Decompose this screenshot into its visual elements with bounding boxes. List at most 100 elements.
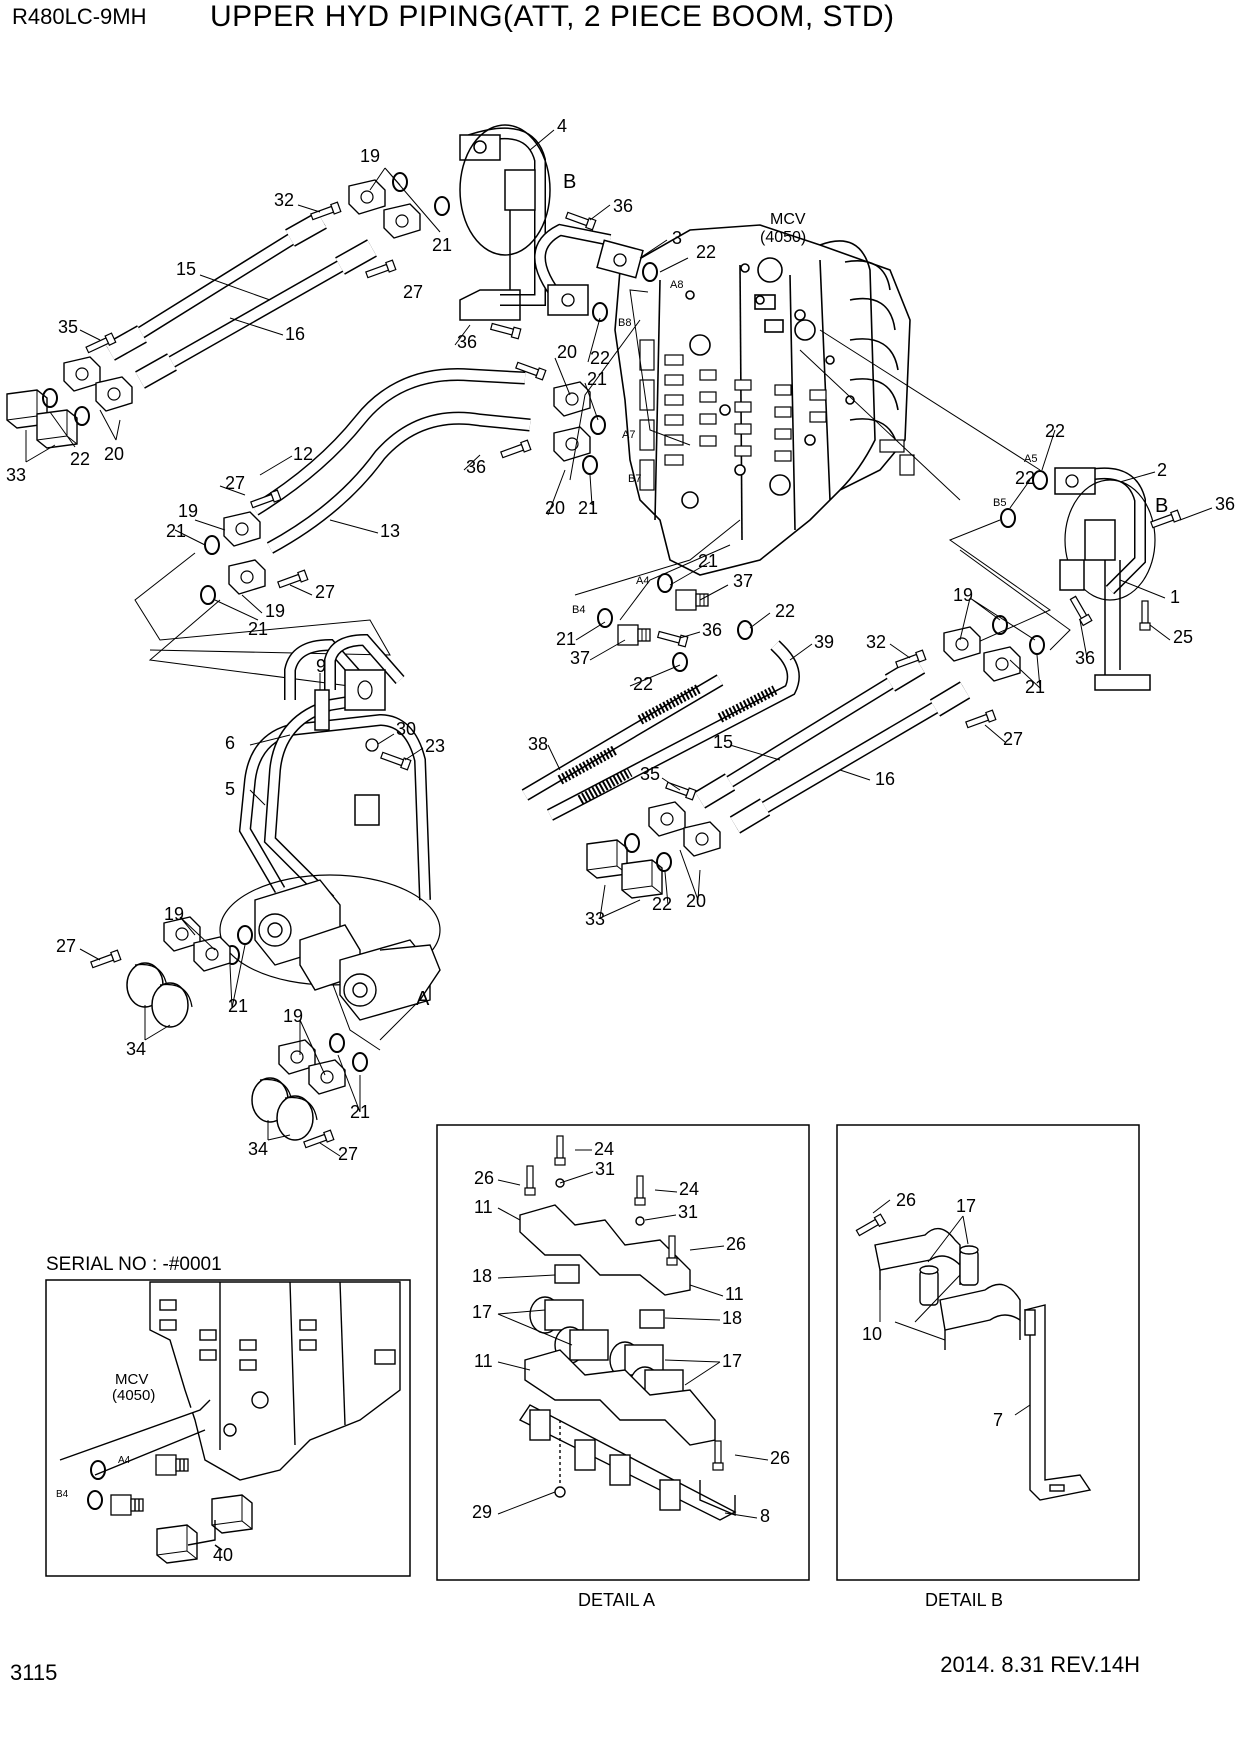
callout-25: 25: [1173, 627, 1193, 647]
serial-port-b4: B4: [56, 1489, 69, 1500]
svg-text:B5: B5: [993, 497, 1006, 509]
callout-27c: 27: [315, 582, 335, 602]
svg-text:A4: A4: [636, 575, 649, 587]
o-ring-22-a5: [1032, 470, 1048, 490]
washer-30: [365, 738, 379, 752]
detail-a-label: DETAIL A: [578, 1590, 655, 1610]
pipe-2-bracket-1: [1054, 467, 1156, 691]
callout-15a: 15: [176, 259, 196, 279]
callout-21i: 21: [698, 551, 718, 571]
callout-36d: 36: [1215, 494, 1235, 514]
bolt-36d: [499, 439, 532, 461]
callout-38: 38: [528, 734, 548, 754]
callout-20a: 20: [557, 342, 577, 362]
page-title: UPPER HYD PIPING(ATT, 2 PIECE BOOM, STD): [210, 0, 895, 33]
plug-34b: [151, 982, 193, 1028]
mcv-port-stubs: [639, 339, 915, 491]
o-ring-22f: [672, 652, 688, 672]
callout-22b: 22: [590, 348, 610, 368]
manifold-a-blocks: [254, 879, 441, 1021]
callout-21a: 21: [432, 235, 452, 255]
serial-mcv-label: MCV: [115, 1371, 148, 1388]
callout-34b: 34: [248, 1139, 268, 1159]
callout-2: 2: [1157, 460, 1167, 480]
callout-27f: 27: [1003, 729, 1023, 749]
split-flange-20: [63, 356, 101, 392]
revision-date: 2014. 8.31 REV.14H: [940, 1652, 1140, 1677]
split-flange-19h: [308, 1059, 346, 1095]
svg-text:A5: A5: [1024, 453, 1037, 465]
o-ring-22d: [656, 852, 672, 872]
o-ring-21-b4: [597, 608, 613, 628]
pipes-5-6: [219, 633, 441, 986]
fitting-37a: [675, 589, 709, 611]
svg-text:24: 24: [594, 1139, 614, 1159]
callout-32b: 32: [866, 632, 886, 652]
serial-inset-frame: [45, 1279, 411, 1577]
callout-6: 6: [225, 733, 235, 753]
split-flange-20d: [553, 426, 591, 462]
blind-cap-33b: [36, 409, 78, 449]
callout-19a: 19: [360, 146, 380, 166]
svg-text:A7: A7: [622, 429, 635, 441]
callout-36a: 36: [613, 196, 633, 216]
o-ring-21-a4: [657, 573, 673, 593]
main-control-valve: [614, 224, 911, 576]
detail-b-frame: [836, 1124, 1140, 1581]
callout-35a: 35: [58, 317, 78, 337]
bolt-27f: [964, 709, 997, 731]
bolt-25: [1139, 600, 1151, 631]
serial-label: SERIAL NO : -#0001: [46, 1254, 222, 1275]
o-ring-21a: [392, 172, 408, 192]
svg-text:7: 7: [993, 1410, 1003, 1430]
o-ring-21k: [992, 615, 1008, 635]
svg-text:11: 11: [474, 1197, 493, 1217]
blind-cap-33c: [586, 839, 628, 879]
callout-12: 12: [293, 444, 313, 464]
callout-36e: 36: [1075, 648, 1095, 668]
callout-27e: 27: [338, 1144, 358, 1164]
callout-35b: 35: [640, 764, 660, 784]
plug-34d: [276, 1095, 318, 1141]
o-ring-22-b5: [1000, 508, 1016, 528]
svg-text:11: 11: [725, 1284, 744, 1304]
svg-text:B8: B8: [618, 317, 631, 329]
bolt-36g: [656, 628, 689, 648]
callout-22h: 22: [633, 674, 653, 694]
callout-19e: 19: [283, 1006, 303, 1026]
marker-a: A: [416, 988, 430, 1010]
o-ring-22b: [74, 406, 90, 426]
callout-19d: 19: [164, 904, 184, 924]
serial-port-a4: A4: [118, 1455, 131, 1466]
o-ring-21e: [204, 535, 220, 555]
callout-22a: 22: [696, 242, 716, 262]
o-ring-21g: [237, 925, 253, 945]
callout-40: 40: [213, 1545, 233, 1565]
callout-21e: 21: [248, 619, 268, 639]
pipe-3: [534, 223, 644, 316]
hose-12-13: [251, 368, 531, 554]
bolt-27a: [364, 259, 397, 281]
split-flange-20b: [95, 376, 133, 412]
o-ring-22e: [737, 620, 753, 640]
callout-39: 39: [814, 632, 834, 652]
callout-21f: 21: [228, 996, 248, 1016]
mcv-code: (4050): [760, 229, 806, 246]
port-labels: A8 B8 A7 B7 A5 B5 A4 B4: [572, 279, 1037, 616]
callout-34a: 34: [126, 1039, 146, 1059]
callout-22e: 22: [1015, 468, 1035, 488]
o-ring-21i: [329, 1033, 345, 1053]
svg-text:B4: B4: [572, 604, 585, 616]
callout-16a: 16: [285, 324, 305, 344]
callout-33a: 33: [6, 465, 26, 485]
svg-text:18: 18: [722, 1308, 742, 1328]
callout-19c: 19: [265, 601, 285, 621]
callout-20d: 20: [686, 891, 706, 911]
split-flange-19c: [223, 511, 261, 547]
mcv-label: MCV: [770, 211, 806, 228]
bolt-36b: [489, 320, 522, 340]
callout-33b: 33: [585, 909, 605, 929]
split-flange-19f: [193, 936, 231, 972]
serial-inset-mcv: [59, 1281, 401, 1564]
